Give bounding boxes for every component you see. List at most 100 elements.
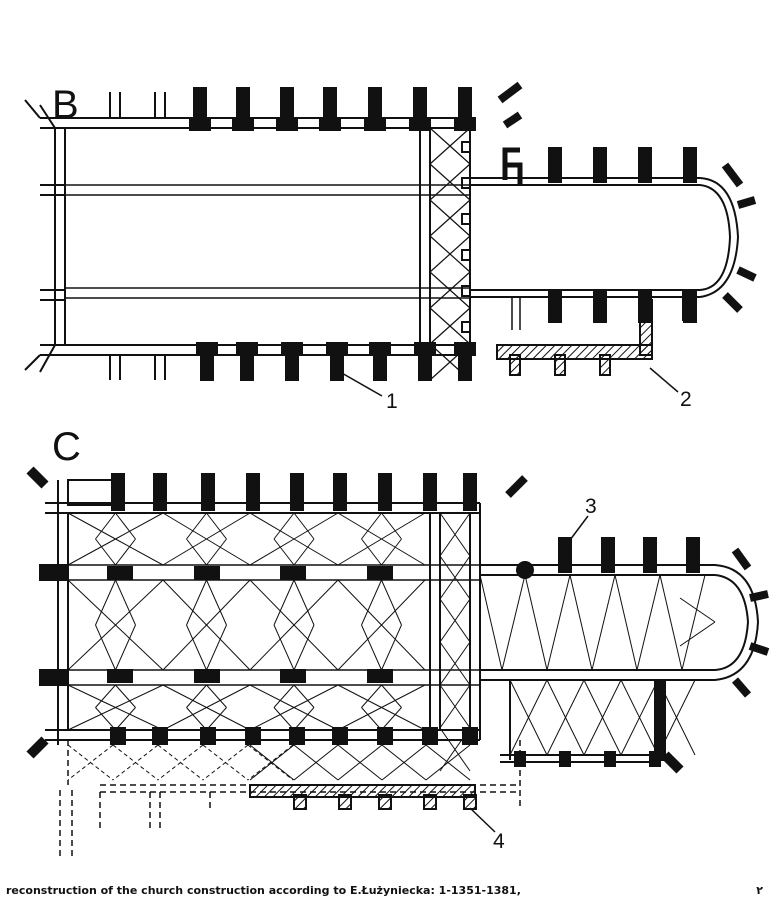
wall-line (206, 512, 227, 540)
wall-line (206, 624, 251, 671)
wall-line (95, 707, 116, 731)
marker-3: 3 (585, 495, 597, 518)
wall-line (273, 684, 295, 708)
wall-line (293, 707, 315, 731)
wall-line (293, 579, 315, 626)
wall-line (112, 744, 159, 781)
pier (110, 727, 126, 745)
buttress (643, 537, 657, 573)
sacristy-buttress (599, 354, 611, 376)
buttress (593, 147, 607, 183)
apse-wall (714, 564, 760, 681)
wall-line (439, 641, 471, 686)
buttress (683, 147, 697, 183)
wall-line (381, 707, 402, 731)
wall-line (293, 579, 339, 626)
pier (276, 117, 298, 131)
wall-line (186, 624, 207, 671)
wall-line (186, 512, 207, 540)
pier (364, 117, 386, 131)
wall-line (206, 579, 227, 626)
wall-line (293, 624, 339, 671)
pier (200, 727, 216, 745)
pier (604, 751, 616, 767)
wall-line (115, 684, 164, 708)
wall-line (247, 744, 294, 781)
wall-line (381, 512, 426, 540)
pier (245, 727, 261, 745)
wall-line (162, 684, 207, 708)
wall-line (206, 512, 251, 540)
apse-wall (714, 574, 750, 671)
wall-line (381, 684, 402, 708)
plan-c-drawing (26, 466, 770, 860)
corner-mark: ٢ (756, 884, 763, 897)
wall-line (249, 538, 295, 566)
wall-line (95, 579, 116, 626)
wall-line (273, 538, 295, 566)
wall-line (249, 624, 295, 671)
wall-line (361, 538, 382, 566)
wall-line (381, 707, 426, 731)
wall-line (439, 555, 471, 600)
wall-line (479, 574, 503, 671)
wall-line (115, 707, 136, 731)
wall-line (748, 642, 770, 656)
wall-line (425, 744, 471, 781)
wall-line (206, 538, 251, 566)
wall-line (337, 512, 382, 540)
pier (232, 117, 254, 131)
wall-line (361, 624, 382, 671)
wall-line (569, 574, 593, 671)
wall-line (162, 579, 207, 626)
wall-line (509, 679, 548, 756)
pier (107, 669, 133, 683)
wall-line (381, 684, 426, 708)
wall-line (95, 624, 116, 671)
wall-line (681, 574, 706, 671)
opening (461, 213, 471, 225)
wall-line (731, 547, 752, 571)
wall-line (249, 579, 295, 626)
wall-line (583, 679, 622, 756)
wall-line (293, 684, 339, 708)
buttress (601, 537, 615, 573)
wall-line (249, 707, 295, 731)
wall-line (736, 266, 757, 282)
wall-line (429, 235, 471, 273)
wall-line (381, 579, 426, 626)
wall-line (439, 512, 471, 557)
wall-line (273, 579, 295, 626)
buttress (333, 473, 347, 511)
wall-line (749, 590, 769, 602)
wall-line (95, 684, 116, 708)
pier (194, 669, 220, 683)
wall-line (115, 579, 136, 626)
pier (462, 727, 478, 745)
wall-line (67, 684, 116, 708)
pier (194, 566, 220, 580)
pier (369, 342, 391, 356)
wall-line (337, 579, 382, 626)
buttress (593, 291, 607, 323)
wall-line (429, 199, 471, 237)
wall-line (381, 624, 402, 671)
wall-line (721, 162, 744, 188)
pier (280, 566, 306, 580)
wall-line (722, 292, 743, 313)
wall (654, 679, 666, 761)
marker-2: 2 (680, 388, 692, 411)
wall-line (186, 684, 207, 708)
wall-line (67, 538, 116, 566)
apse-wall (699, 184, 732, 291)
wall-line (546, 574, 571, 671)
wall-line (206, 624, 227, 671)
buttress (686, 537, 700, 573)
wall-line (429, 127, 471, 165)
wall-line (337, 707, 382, 731)
pier (454, 117, 476, 131)
church-floor-plans: B C 1 2 3 4 (24, 81, 770, 860)
pier (189, 117, 211, 131)
wall-line (661, 751, 684, 774)
wall-line (636, 574, 661, 671)
